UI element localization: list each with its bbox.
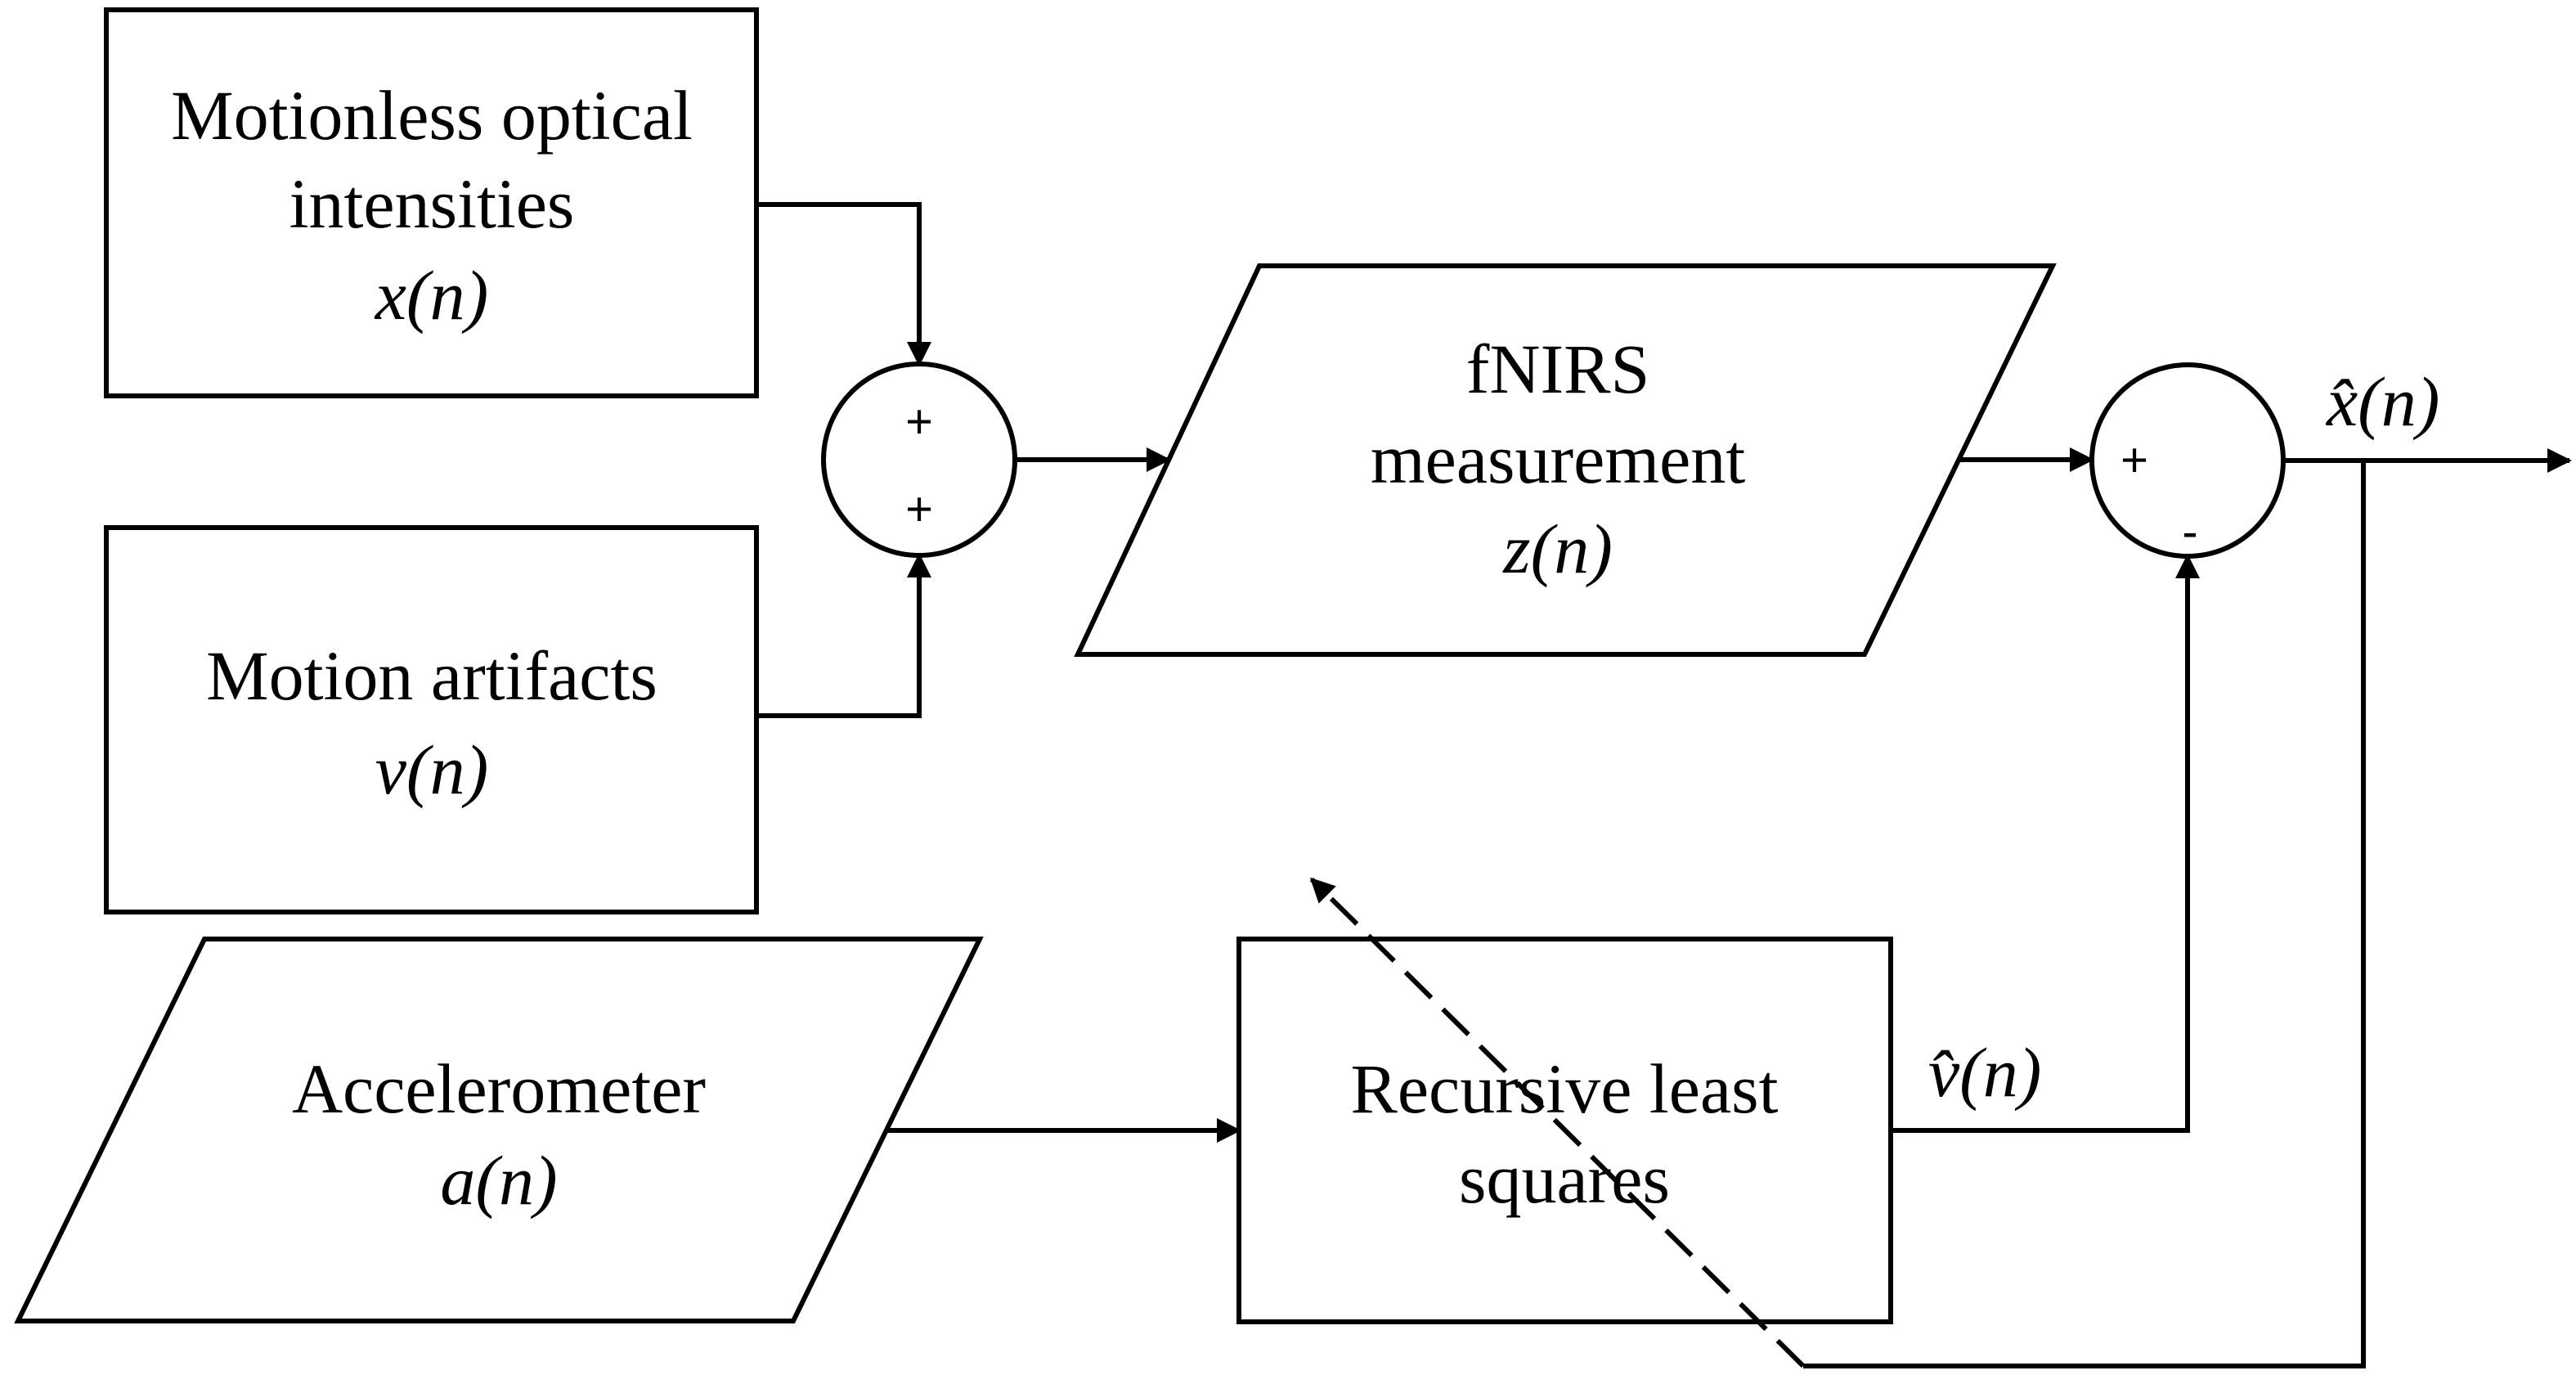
motion-artifacts-box (104, 525, 759, 914)
sum-junction: + + (821, 362, 1017, 558)
fnirs-measurement-block: fNIRS measurement z(n) (1074, 263, 2057, 657)
x-hat-label: x̂(n) (2325, 362, 2439, 441)
fnirs-label-line1: fNIRS (1466, 330, 1650, 408)
x-to-sum-arrow (756, 202, 931, 366)
output-feedback-line (1803, 461, 2366, 1368)
fnirs-symbol: z(n) (1502, 510, 1613, 588)
accelerometer-shape (14, 937, 984, 1323)
motionless-intensities-box (104, 7, 759, 398)
accelerometer-label: Accelerometer (292, 1049, 706, 1128)
motionless-label-line2: intensities (289, 164, 575, 243)
motionless-symbol: x(n) (374, 256, 488, 335)
motion-artifacts-block: Motion artifacts v(n) (104, 525, 759, 914)
diff-junction: + - (2089, 362, 2286, 559)
diff-sign-left: + (2120, 434, 2148, 487)
artifacts-symbol: v(n) (375, 730, 488, 809)
rls-to-diff-arrow (1891, 554, 2200, 1133)
motionless-label-line1: Motionless optical (171, 76, 693, 155)
adaptation-dashed-arrow (1309, 877, 1806, 1368)
v-hat-label: v̂(n) (1928, 1033, 2041, 1112)
rls-label-line2: squares (1459, 1139, 1670, 1218)
motionless-intensities-block: Motionless optical intensities x(n) (104, 7, 759, 398)
fnirs-measurement-shape (1074, 263, 2057, 657)
sum-sign-bottom: + (905, 483, 933, 536)
rls-label-line1: Recursive least (1351, 1049, 1779, 1128)
v-to-sum-arrow (756, 553, 931, 718)
accelerometer-block: Accelerometer a(n) (14, 937, 984, 1323)
diff-sign-bottom: - (2182, 506, 2197, 559)
fnirs-label-line2: measurement (1371, 420, 1746, 498)
artifacts-label-line1: Motion artifacts (206, 636, 657, 715)
sum-sign-top: + (905, 395, 933, 448)
accelerometer-symbol: a(n) (440, 1141, 557, 1220)
